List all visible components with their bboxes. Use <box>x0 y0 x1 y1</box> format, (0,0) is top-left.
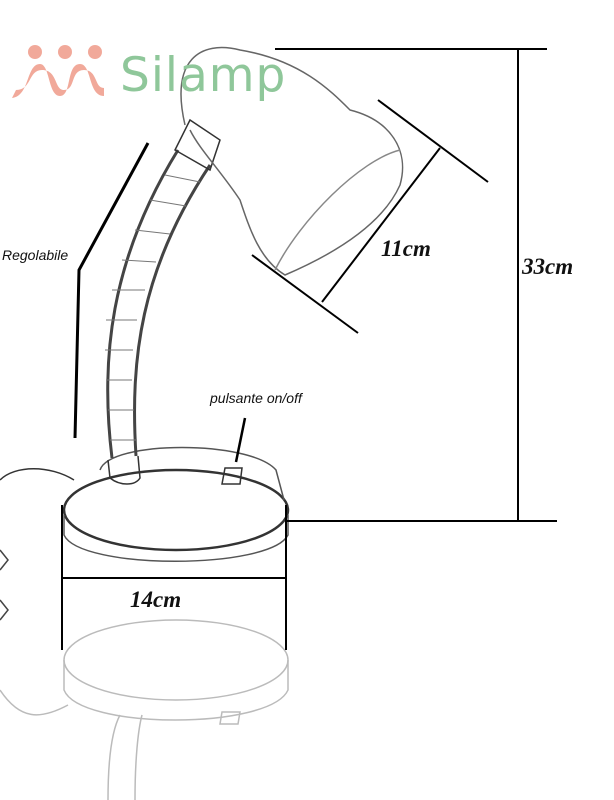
adjustable-label: Regolabile <box>2 247 69 263</box>
height-label: 33cm <box>522 254 574 279</box>
dimension-lines <box>61 48 557 650</box>
shade-diameter-label: 11cm <box>381 236 431 261</box>
lamp-drawing <box>0 46 404 800</box>
logo-icon <box>12 45 104 98</box>
brand-name: Silamp <box>120 48 287 103</box>
switch-label: pulsante on/off <box>210 390 302 406</box>
base-diameter-label: 14cm <box>130 587 182 612</box>
